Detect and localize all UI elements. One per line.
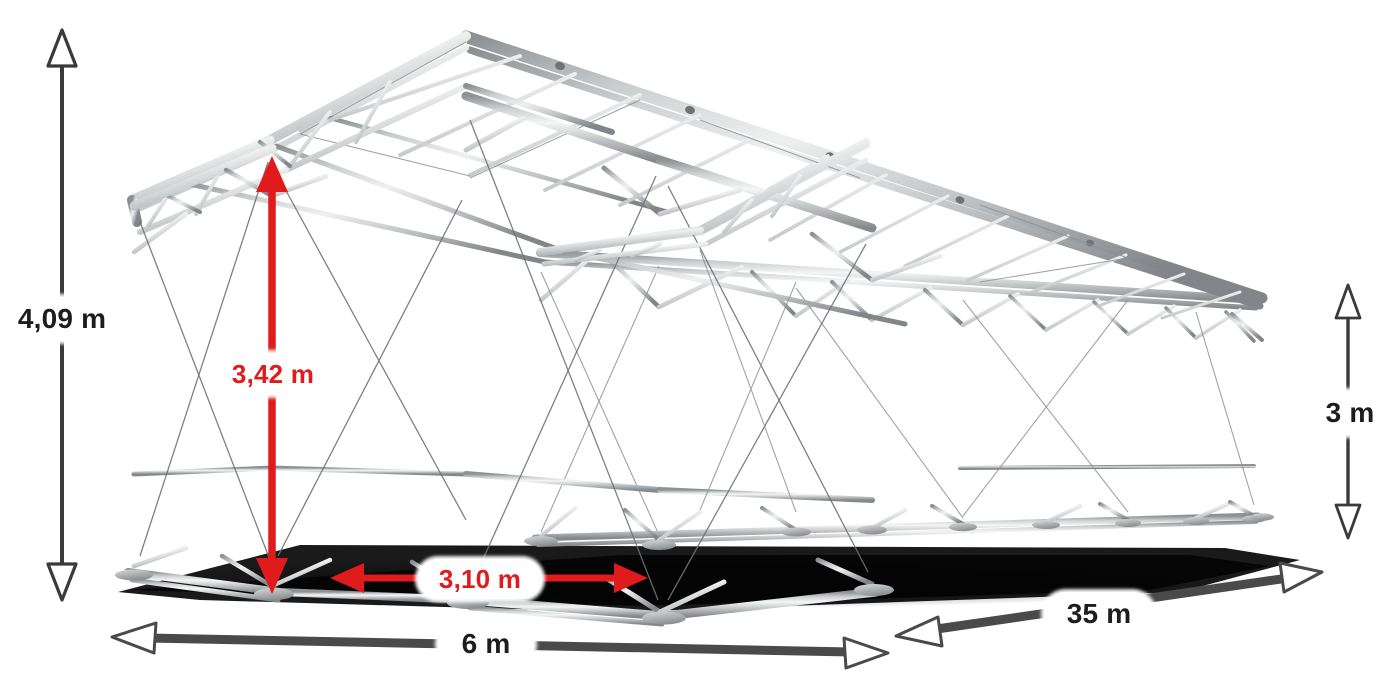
dimension-label-front-width: 6 m [438,622,534,666]
dimension-arrow-side-height [1334,283,1362,540]
dimension-label-side-height: 3 m [1313,391,1387,435]
interior-gable-frame [536,138,870,524]
dimension-label-ridge-height: 3,42 m [221,353,325,395]
dimension-label-total-height: 4,09 m [8,297,116,341]
roof-cables [299,41,1129,283]
front-wall-cables [469,119,869,601]
right-end-gable [1230,296,1274,521]
front-wall-knee-braces [463,115,943,283]
dimension-label-inner-width: 3,10 m [418,559,542,599]
dimension-label-length: 35 m [1044,592,1154,636]
gable-cables [139,161,467,561]
